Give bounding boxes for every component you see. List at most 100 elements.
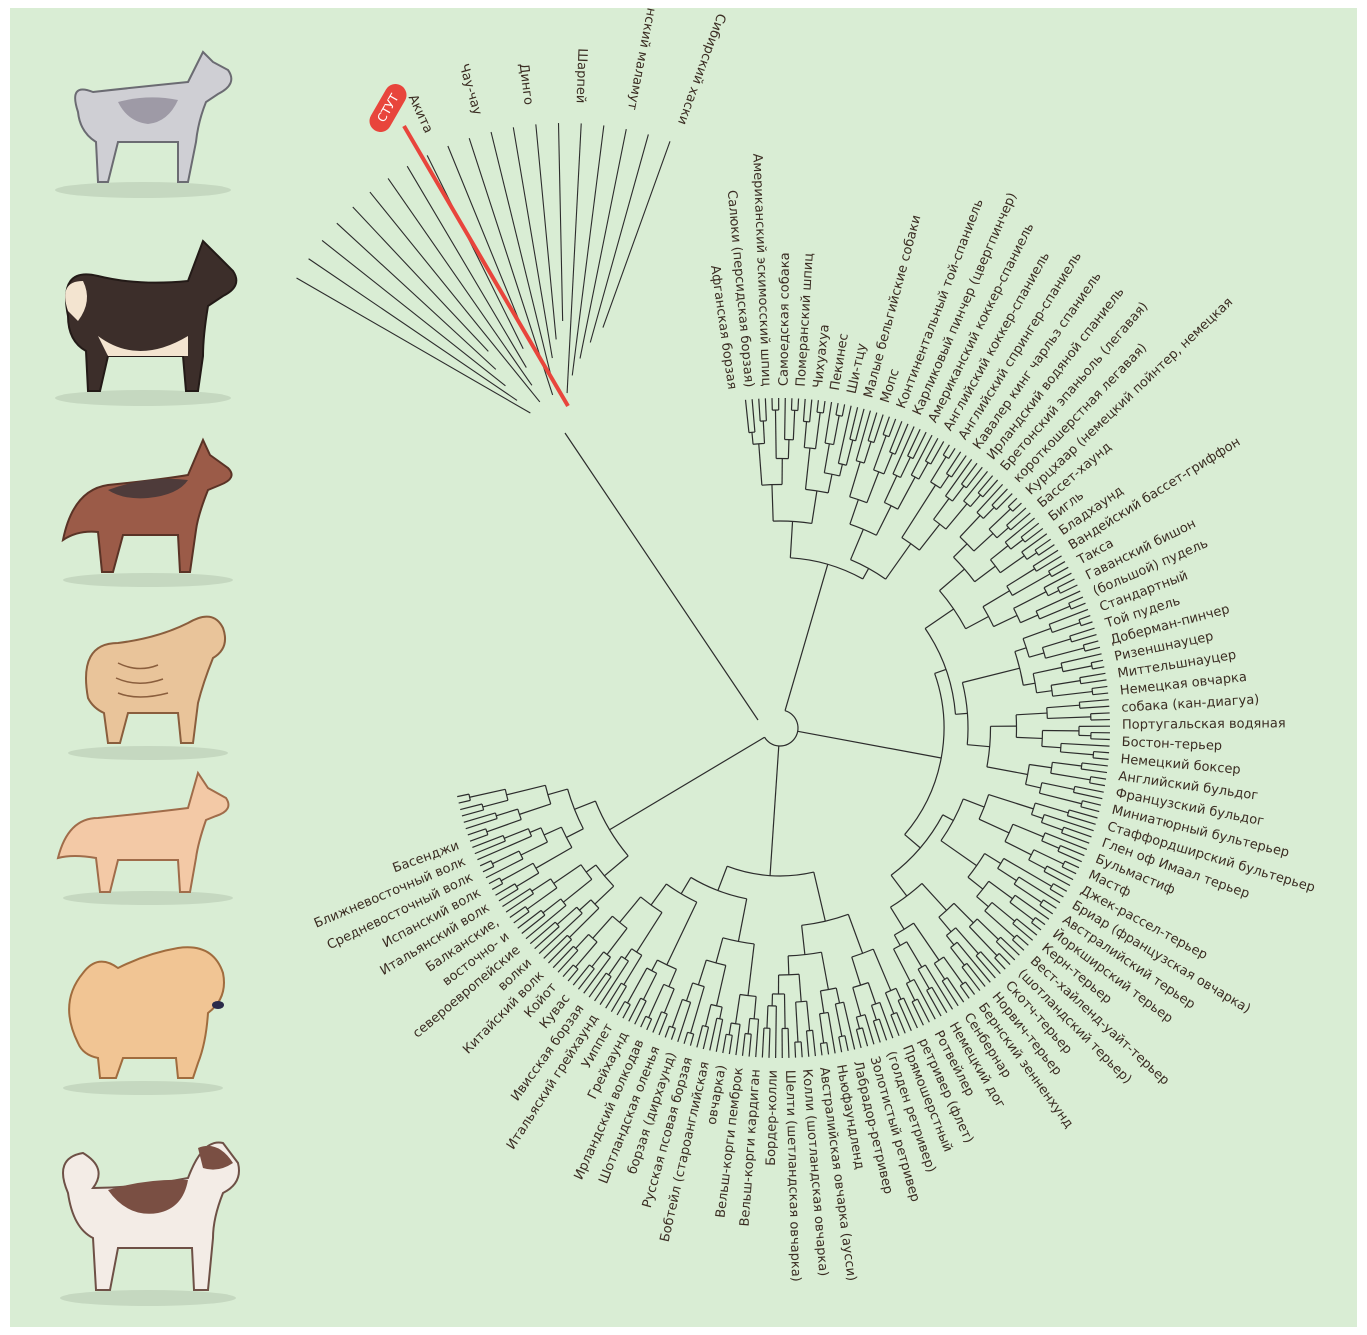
branch-line xyxy=(891,875,907,896)
branch-line xyxy=(770,746,779,876)
branch-arc xyxy=(530,889,533,894)
branch-line xyxy=(820,991,823,1013)
branch-line xyxy=(544,827,561,835)
branch-line xyxy=(1040,905,1053,914)
branch-line xyxy=(806,448,810,489)
branch-arc xyxy=(803,421,809,422)
branch-line xyxy=(803,399,805,421)
branch-line xyxy=(989,881,1013,898)
branch-line xyxy=(1023,628,1051,638)
branch-line xyxy=(978,476,992,493)
branch-line xyxy=(462,810,484,816)
branch-arc xyxy=(885,988,896,992)
branch-line xyxy=(502,889,530,907)
branch-arc xyxy=(946,496,953,501)
branch-line xyxy=(862,1028,867,1046)
branch-arc xyxy=(1035,550,1039,555)
branch-arc xyxy=(731,1023,740,1024)
branch-line xyxy=(941,841,977,866)
branch-line xyxy=(584,957,611,993)
branch-arc xyxy=(979,795,989,820)
branch-line xyxy=(935,669,946,673)
branch-line xyxy=(1050,889,1063,897)
branch-line xyxy=(925,609,953,629)
branch-line xyxy=(729,1035,732,1054)
branch-line xyxy=(472,836,503,848)
branch-line xyxy=(532,879,551,891)
branch-line xyxy=(967,745,989,747)
branch-line xyxy=(985,911,1015,938)
branch-line xyxy=(842,404,844,416)
branch-arc xyxy=(934,519,946,529)
branch-line xyxy=(825,402,831,443)
branch-line xyxy=(765,398,766,420)
branch-line xyxy=(522,915,545,933)
branch-line xyxy=(912,1002,923,1025)
branch-line xyxy=(1052,623,1080,633)
branch-arc xyxy=(951,942,958,947)
chow-chow-icon xyxy=(38,933,248,1098)
branch-line xyxy=(927,990,941,1016)
branch-line xyxy=(931,441,944,464)
branch-line xyxy=(566,829,583,838)
branch-arc xyxy=(1029,850,1034,860)
branch-arc xyxy=(1081,763,1082,769)
branch-line xyxy=(457,794,469,796)
branch-line xyxy=(856,411,870,461)
branch-line xyxy=(788,956,789,975)
branch-line xyxy=(992,902,1015,921)
branch-arc xyxy=(943,455,948,458)
branch-line xyxy=(998,868,1017,880)
branch-line xyxy=(1061,743,1109,746)
branch-line xyxy=(1013,503,1022,511)
branch-line xyxy=(946,459,972,496)
branch-line xyxy=(946,936,954,945)
branch-line xyxy=(954,544,968,557)
branch-line xyxy=(322,240,505,385)
branch-line xyxy=(835,1004,841,1036)
branch-line xyxy=(559,123,563,321)
branch-line xyxy=(943,815,954,821)
branch-line xyxy=(470,835,488,842)
branch-arc xyxy=(983,607,994,627)
branch-line xyxy=(653,1012,662,1033)
branch-line xyxy=(913,432,926,458)
branch-line xyxy=(681,877,691,893)
branch-line xyxy=(617,1002,625,1015)
branch-line xyxy=(568,969,578,981)
branch-line xyxy=(762,1028,764,1057)
branch-line xyxy=(767,1006,768,1028)
branch-line xyxy=(962,967,980,990)
branch-arc xyxy=(946,474,951,477)
branch-line xyxy=(817,400,818,412)
branch-line xyxy=(1052,762,1081,766)
branch-line xyxy=(821,952,828,989)
branch-line xyxy=(746,400,749,433)
branch-arc xyxy=(1083,645,1085,651)
branch-line xyxy=(548,789,568,795)
branch-line xyxy=(905,835,921,848)
branch-arc xyxy=(894,923,913,935)
branch-line xyxy=(1091,739,1110,740)
branch-arc xyxy=(1091,663,1092,669)
branch-line xyxy=(370,192,540,402)
branch-line xyxy=(952,456,967,477)
branch-line xyxy=(563,879,591,902)
leaf-label: Бордер-колли xyxy=(764,1070,781,1166)
branch-line xyxy=(671,1028,675,1039)
branch-line xyxy=(918,969,929,989)
branch-line xyxy=(573,965,589,985)
branch-line xyxy=(759,399,760,421)
branch-line xyxy=(579,900,590,910)
branch-line xyxy=(1093,758,1108,759)
branch-line xyxy=(563,965,573,977)
branch-line xyxy=(949,448,955,458)
branch-line xyxy=(827,1043,829,1055)
branch-arc xyxy=(551,879,557,888)
branch-line xyxy=(743,1034,746,1056)
branch-line xyxy=(641,1016,646,1027)
branch-line xyxy=(718,866,727,890)
branch-line xyxy=(592,952,604,967)
branch-line xyxy=(796,1002,798,1042)
branch-line xyxy=(976,956,995,978)
